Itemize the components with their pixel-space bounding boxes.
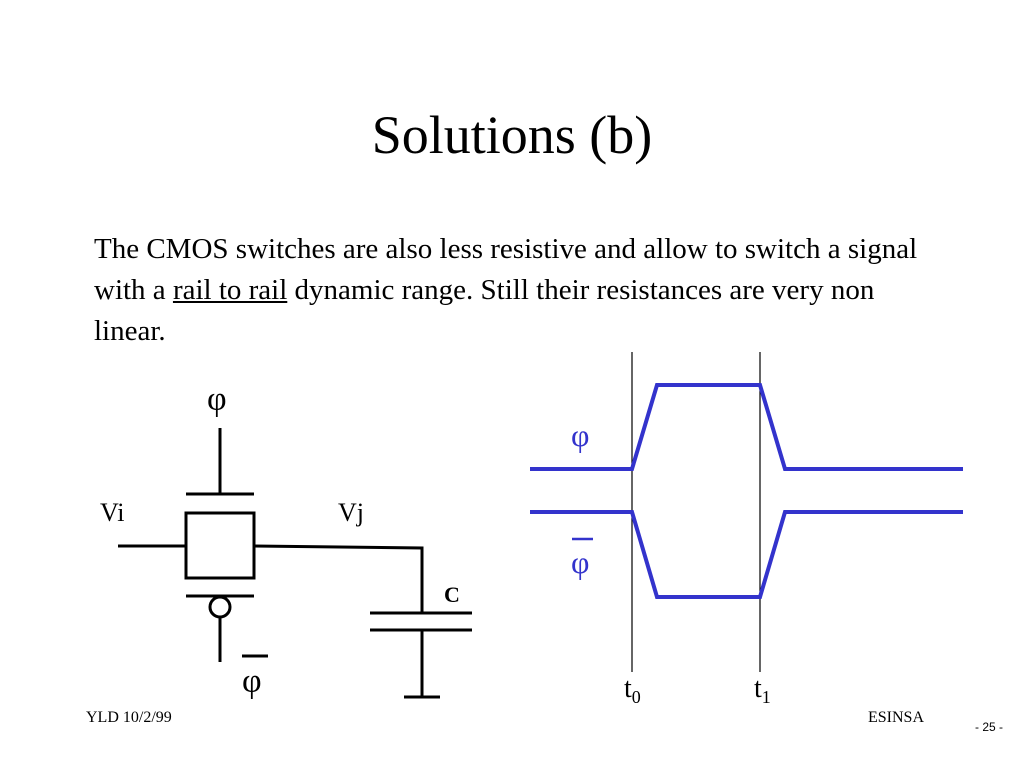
phi-waveform [530,383,963,471]
para-text-2: dynamic range. Still their resistances a… [94,274,875,347]
vi-label: Vi [100,498,124,527]
capacitor-label: C [444,582,460,607]
phibar-waveform [530,510,963,599]
para-underlined-text: rail to rail [172,274,288,306]
output-wire [253,544,424,612]
body-paragraph: The CMOS switches are also less resistiv… [94,229,934,352]
t0-sub: 0 [632,687,641,707]
phibar-wave-label: φ [571,544,589,580]
t1-base: t [754,673,762,704]
t1-sub: 1 [762,687,771,707]
phi-bottom-label: φ [242,663,262,700]
t0-label: t0 [624,673,641,707]
timing-diagram [530,352,963,672]
para-text-1: The CMOS switches are also less resistiv… [94,233,918,306]
pmos-inversion-bubble [208,595,232,619]
t0-base: t [624,673,632,704]
phi-top-label: φ [207,381,227,418]
footer-author-date: YLD 10/2/99 [86,709,172,726]
vj-label: Vj [338,498,364,527]
phi-wave-label: φ [571,417,589,453]
switch-body [184,511,256,580]
cmos-switch-circuit [118,428,472,699]
t1-label: t1 [754,673,771,707]
slide-title: Solutions (b) [371,105,653,165]
page-number: - 25 - [975,720,1004,734]
footer-institution: ESINSA [868,709,925,726]
